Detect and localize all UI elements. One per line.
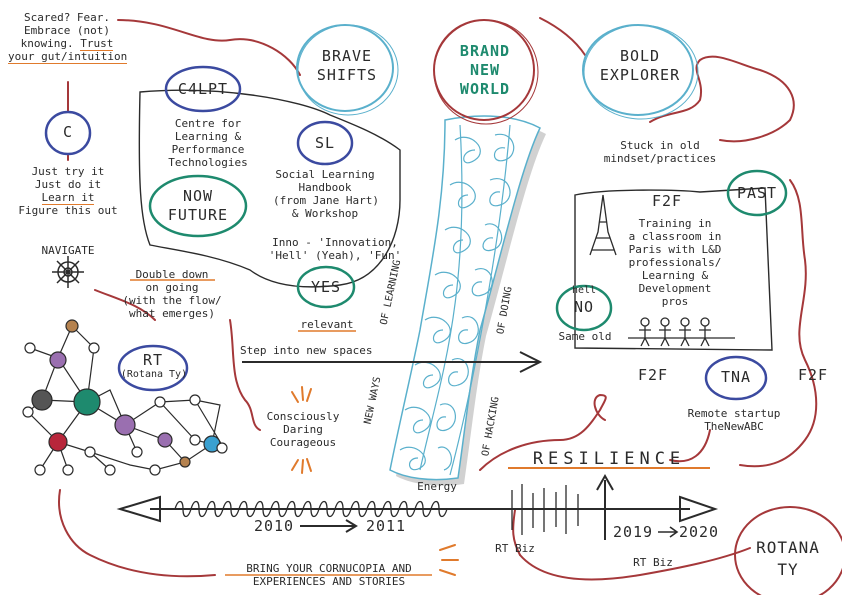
world-word: WORLD (459, 80, 511, 98)
conscious-note: Consciously Daring Courageous (266, 410, 340, 449)
yes-label: YES (310, 278, 342, 296)
trust-word: Trust (80, 37, 114, 51)
now-future-oval (148, 174, 248, 238)
ship-wheel-icon (52, 256, 84, 288)
c4lpt-region-outline (138, 89, 401, 288)
author-circle (734, 506, 842, 595)
now-future-label: NOW FUTURE (167, 187, 229, 224)
relevant-label: relevant (300, 318, 354, 331)
no-label: NO (573, 298, 595, 316)
double-down-note: Double down on going (with the flow/ wha… (122, 268, 222, 320)
f2f-title: F2F (651, 192, 683, 210)
brand-new-world-title: BRAND NEW WORLD (444, 42, 526, 99)
c4lpt-label: C4LPT (177, 80, 229, 98)
past-oval (726, 169, 788, 217)
rt-subtitle: (Rotana Ty) (120, 369, 188, 380)
year-2019: 2019 (612, 523, 654, 541)
tna-label: TNA (720, 368, 752, 386)
sl-description: Social Learning Handbook (from Jane Hart… (273, 168, 379, 220)
resilience-label: RESILIENCE (532, 449, 686, 469)
step-into-label: Step into new spaces (240, 344, 373, 357)
c4lpt-oval (164, 65, 242, 113)
c4lpt-description: Centre for Learning & Performance Techno… (168, 117, 248, 169)
f2f-left-label: F2F (637, 366, 669, 384)
year-2010: 2010 (253, 517, 295, 535)
new-word: NEW (469, 61, 501, 79)
stick-figures (628, 317, 735, 347)
rt-biz-label-1: RT Biz (495, 542, 535, 555)
stuck-note: Stuck in old mindset/practices (603, 139, 717, 165)
river-illustration (389, 115, 546, 486)
sl-label: SL (314, 134, 336, 152)
sl-oval (296, 120, 354, 166)
yes-oval (296, 265, 356, 309)
bring-note: BRING YOUR CORNUCOPIA AND EXPERIENCES AN… (246, 562, 412, 588)
tna-oval (704, 355, 768, 401)
remote-note: Remote startup TheNewABC (687, 407, 781, 433)
same-old-label: Same old (558, 330, 612, 343)
past-label: PAST (736, 184, 778, 202)
learn-it-text: Learn it (41, 191, 95, 205)
gut-intuition-text: your gut/intuition (8, 50, 128, 64)
energy-label: Energy (417, 480, 457, 493)
timeline (116, 473, 719, 540)
training-note: Training in a classroom in Paris with L&… (628, 217, 722, 308)
year-2011: 2011 (365, 517, 407, 535)
explorer-word: EXPLORER (599, 66, 681, 84)
eiffel-tower-icon (589, 194, 617, 256)
author-name: ROTANA TY (756, 538, 820, 579)
network-graph (22, 319, 228, 476)
brave-shifts-title: BRAVE SHIFTS (312, 47, 382, 85)
scared-note: Scared? Fear. Embrace (not) knowing. Tru… (8, 11, 128, 64)
spark-marks (291, 386, 459, 576)
shifts-word: SHIFTS (316, 66, 378, 84)
f2f-right-label: F2F (797, 366, 829, 384)
f2f-region-outline (574, 187, 773, 351)
rt-oval (117, 344, 189, 392)
just-try-note: Just try it Just do it Learn it Figure t… (18, 165, 118, 217)
rt-label: RT (142, 351, 164, 369)
brave-word: BRAVE (321, 47, 373, 65)
inno-note: Inno - 'Innovation, 'Hell' (Yeah), 'Fun' (268, 236, 402, 262)
bold-word: BOLD (619, 47, 661, 65)
year-2020: 2020 (678, 523, 720, 541)
brand-word: BRAND (459, 42, 511, 60)
c-oval (44, 110, 92, 156)
rt-biz-label-2: RT Biz (633, 556, 673, 569)
red-connectors (58, 17, 818, 581)
no-oval (555, 284, 613, 332)
c-label: C (62, 123, 74, 141)
step-into-arrow (242, 351, 543, 373)
hell-small-label: hell (571, 285, 597, 296)
bold-explorer-title: BOLD EXPLORER (590, 47, 690, 85)
navigate-label: NAVIGATE (41, 244, 95, 257)
